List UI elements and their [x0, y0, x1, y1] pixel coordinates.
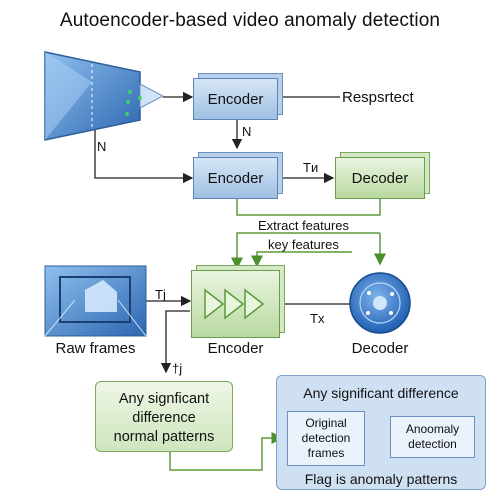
original-frames-label: Original detection frames: [301, 416, 351, 460]
video-input-icon: [44, 51, 165, 141]
arrow-extract-to-encoder: [231, 232, 380, 270]
difference-line-2: difference: [132, 410, 196, 426]
decoder-middle-label: Decoder: [351, 340, 409, 357]
arrow-encoder-difference: [160, 310, 190, 374]
tj-down-label: †j: [172, 361, 183, 376]
diagram-title: Autoencoder-based video anomaly detectio…: [59, 10, 441, 31]
flag-label: Flag is anomaly patterns: [304, 471, 458, 487]
n-label-left: N: [97, 139, 107, 154]
chevrons-icon: [203, 288, 264, 320]
raw-frames-label: Raw frames: [55, 340, 136, 357]
encoder-second-label: Encoder: [207, 169, 264, 187]
anomaly-panel-title: Any significant difference: [303, 385, 459, 401]
decoder-box-top: Decoder: [335, 157, 425, 199]
encoder-middle-label: Encoder: [207, 340, 264, 357]
anomaly-panel: Any significant difference Original dete…: [276, 375, 486, 490]
respect-label: Respsrtect: [342, 89, 414, 106]
tn-label: Tи: [303, 160, 319, 175]
raw-frames-image: [44, 265, 147, 337]
anomaly-detection-label: Anoomaly detection: [405, 422, 460, 451]
key-features-label: key features: [268, 237, 339, 252]
difference-line-1: Any signficant: [118, 391, 210, 407]
decoder-disk-icon: [349, 272, 411, 334]
arrow-key-features: [251, 251, 305, 268]
tx-label: Tx: [310, 311, 325, 326]
encoder-box-second: Encoder: [193, 157, 278, 199]
encoder-top-label: Encoder: [207, 90, 264, 108]
line-extract-features: [236, 199, 381, 216]
difference-text: Any signficant difference normal pattern…: [96, 390, 232, 447]
encoder-box-middle: [191, 270, 280, 338]
arrow-input-encoder2: [94, 130, 194, 184]
anomaly-detection-box: Anoomaly detection: [390, 416, 475, 458]
encoder-box-top: Encoder: [193, 78, 278, 120]
decoder-top-label: Decoder: [351, 169, 409, 187]
arrow-difference-to-panel: [169, 432, 284, 471]
extract-features-label: Extract features: [258, 218, 350, 233]
n-label-top: N: [242, 124, 252, 139]
tj-label: Tj: [155, 287, 166, 302]
difference-line-3: normal patterns: [113, 429, 215, 445]
original-frames-box: Original detection frames: [287, 411, 365, 466]
difference-panel: Any signficant difference normal pattern…: [95, 381, 233, 452]
